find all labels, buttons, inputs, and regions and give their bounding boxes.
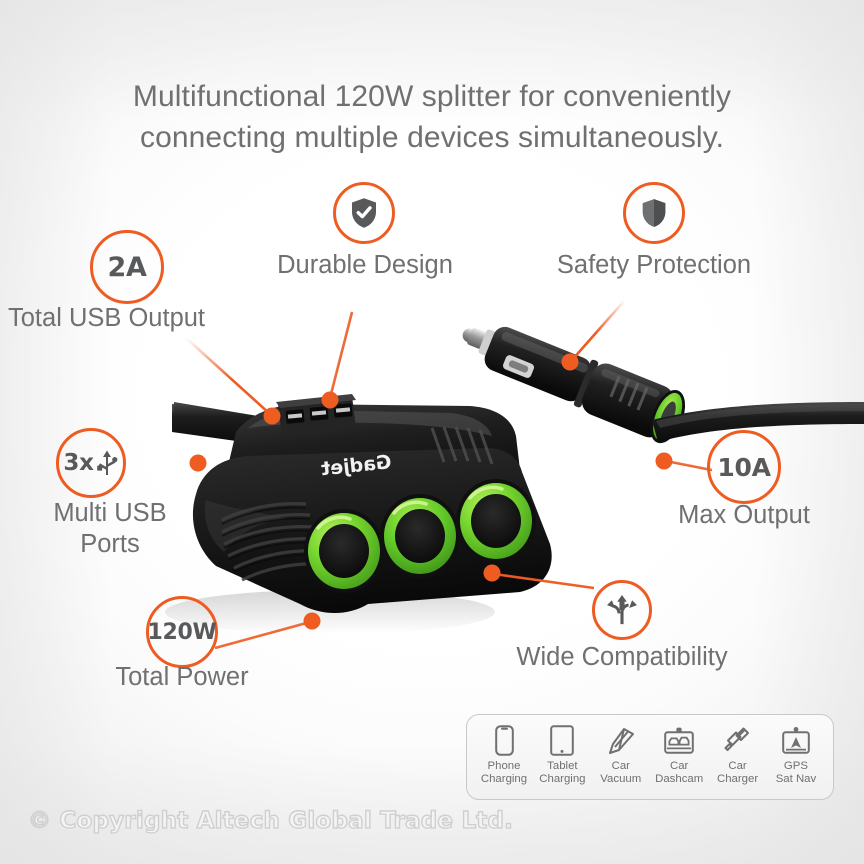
leader-dot-multi-usb-ports: [189, 454, 207, 472]
vacuum-icon: [606, 724, 636, 757]
shield-icon: [642, 199, 666, 227]
compat-vacuum-line-2: Vacuum: [600, 772, 642, 785]
compat-charger-line-1: Car: [728, 760, 747, 772]
label-multi-usb-ports-line-2: Ports: [80, 530, 140, 558]
leader-dot-max-output: [655, 452, 673, 470]
label-durable-design: Durable Design: [277, 251, 453, 279]
badge-total-usb-output: 2A: [90, 230, 164, 304]
label-safety-protection: Safety Protection: [556, 251, 752, 279]
headline-line-1: Multifunctional 120W splitter for conven…: [132, 80, 732, 113]
label-max-output: Max Output: [678, 501, 810, 529]
leader-dot-total-usb-output: [263, 407, 281, 425]
gps-icon: [781, 724, 811, 757]
badge-multi-usb-ports-text: 3x: [63, 450, 94, 476]
tablet-icon: [550, 724, 575, 757]
compat-dashcam-line-1: Car: [669, 760, 689, 772]
compat-tablet-line-1: Tablet: [547, 760, 578, 772]
compat-phone-line-2: Charging: [480, 772, 528, 785]
compat-charger-line-2: Charger: [716, 772, 759, 785]
compat-item-car-vacuum: Car Vacuum: [592, 724, 650, 785]
copyright-watermark: © Copyright Altech Global Trade Ltd.: [27, 807, 514, 834]
label-multi-usb-ports-line-1: Multi USB: [53, 499, 167, 527]
badge-multi-usb-ports: 3x: [56, 428, 126, 498]
dashcam-icon: [663, 724, 695, 757]
compatibility-strip: Phone Charging Tablet Charging: [466, 714, 834, 800]
compat-item-gps-sat-nav: GPS Sat Nav: [767, 724, 825, 785]
label-multi-usb-ports: Multi USB Ports: [0, 498, 220, 560]
leader-dot-durable-design: [321, 391, 339, 409]
badge-total-power: 120W: [146, 596, 218, 668]
headline: Multifunctional 120W splitter for conven…: [0, 76, 864, 158]
leader-dot-wide-compatibility: [483, 564, 501, 582]
headline-line-2: connecting multiple devices simultaneous…: [139, 121, 725, 154]
compat-gps-line-2: Sat Nav: [775, 772, 817, 785]
usb-icon: [96, 450, 118, 475]
compat-item-phone-charging: Phone Charging: [475, 724, 533, 785]
compat-phone-line-1: Phone: [487, 760, 521, 772]
charger-icon: [724, 724, 752, 757]
badge-total-power-text: 120W: [147, 619, 217, 645]
badge-wide-compatibility: [592, 580, 652, 640]
leader-dot-total-power: [303, 612, 321, 630]
leader-dot-safety-protection: [561, 353, 579, 371]
badge-durable-design: [333, 182, 395, 244]
shield-check-icon: [352, 198, 376, 228]
badge-safety-protection: [623, 182, 685, 244]
branching-arrows-icon: [606, 594, 638, 625]
compat-item-tablet-charging: Tablet Charging: [533, 724, 591, 785]
compat-vacuum-line-1: Car: [611, 760, 630, 772]
svg-text:Gadjet: Gadjet: [320, 451, 392, 480]
compat-item-car-charger: Car Charger: [709, 724, 767, 785]
label-wide-compatibility: Wide Compatibility: [516, 643, 728, 671]
compat-gps-line-1: GPS: [783, 760, 808, 772]
label-total-power: Total Power: [115, 663, 249, 691]
compat-tablet-line-2: Charging: [539, 772, 586, 785]
badge-max-output-text: 10A: [717, 452, 771, 482]
compat-dashcam-line-2: Dashcam: [655, 772, 704, 785]
phone-icon: [494, 724, 514, 757]
compat-item-car-dashcam: Car Dashcam: [650, 724, 708, 785]
badge-max-output: 10A: [707, 430, 781, 504]
label-total-usb-output: Total USB Output: [8, 304, 206, 332]
badge-total-usb-output-text: 2A: [107, 251, 147, 283]
